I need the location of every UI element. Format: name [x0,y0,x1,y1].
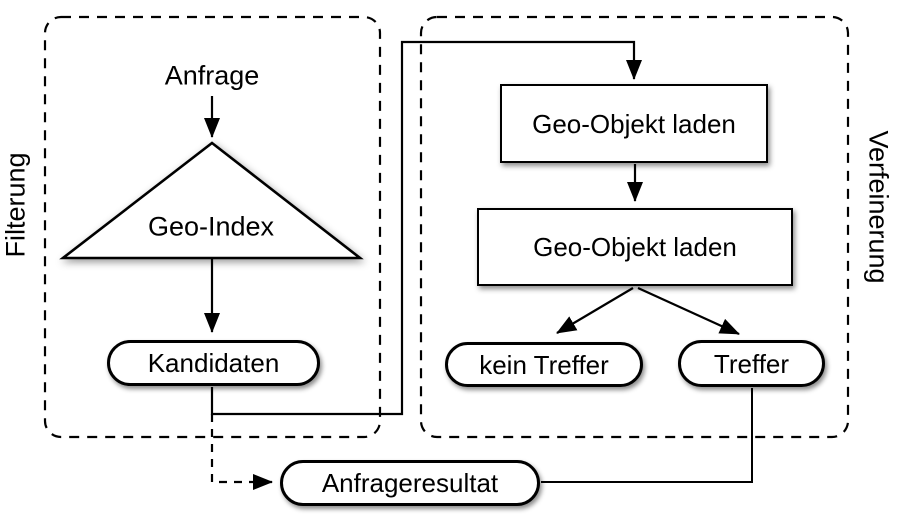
treffer-label: Treffer [713,348,790,379]
anfrageresultat-node: Anfrageresultat [280,460,540,506]
verfeinerung-group-box [419,15,850,439]
filterung-group-label: Filterung [0,152,31,258]
edge-laden2-to-keintreffer [556,287,634,334]
edge-kandidaten-to-laden1 [210,40,642,416]
geo-objekt-laden-node-1: Geo-Objekt laden [500,84,768,163]
anfrageresultat-label: Anfrageresultat [321,468,499,498]
treffer-node: Treffer [678,340,825,387]
geo-objekt-laden-node-2: Geo-Objekt laden [477,208,793,286]
kandidaten-node: Kandidaten [107,340,320,386]
geo-objekt-laden-label-2: Geo-Objekt laden [533,232,737,262]
geo-objekt-laden-label-1: Geo-Objekt laden [532,108,736,139]
kein-treffer-label: kein Treffer [479,349,609,380]
edge-laden2-to-treffer [637,286,740,336]
geo-index-label: Geo-Index [147,211,275,242]
edge-kandidaten-to-resultat [210,414,273,490]
kein-treffer-node: kein Treffer [445,342,643,387]
filterung-group-box [43,15,382,439]
geo-index-triangle [59,141,364,260]
anfrage-label: Anfrage [164,60,260,91]
verfeinerung-group-label: Verfeinerung [863,130,894,284]
edge-treffer-to-resultat [541,388,753,483]
kandidaten-label: Kandidaten [147,348,280,378]
